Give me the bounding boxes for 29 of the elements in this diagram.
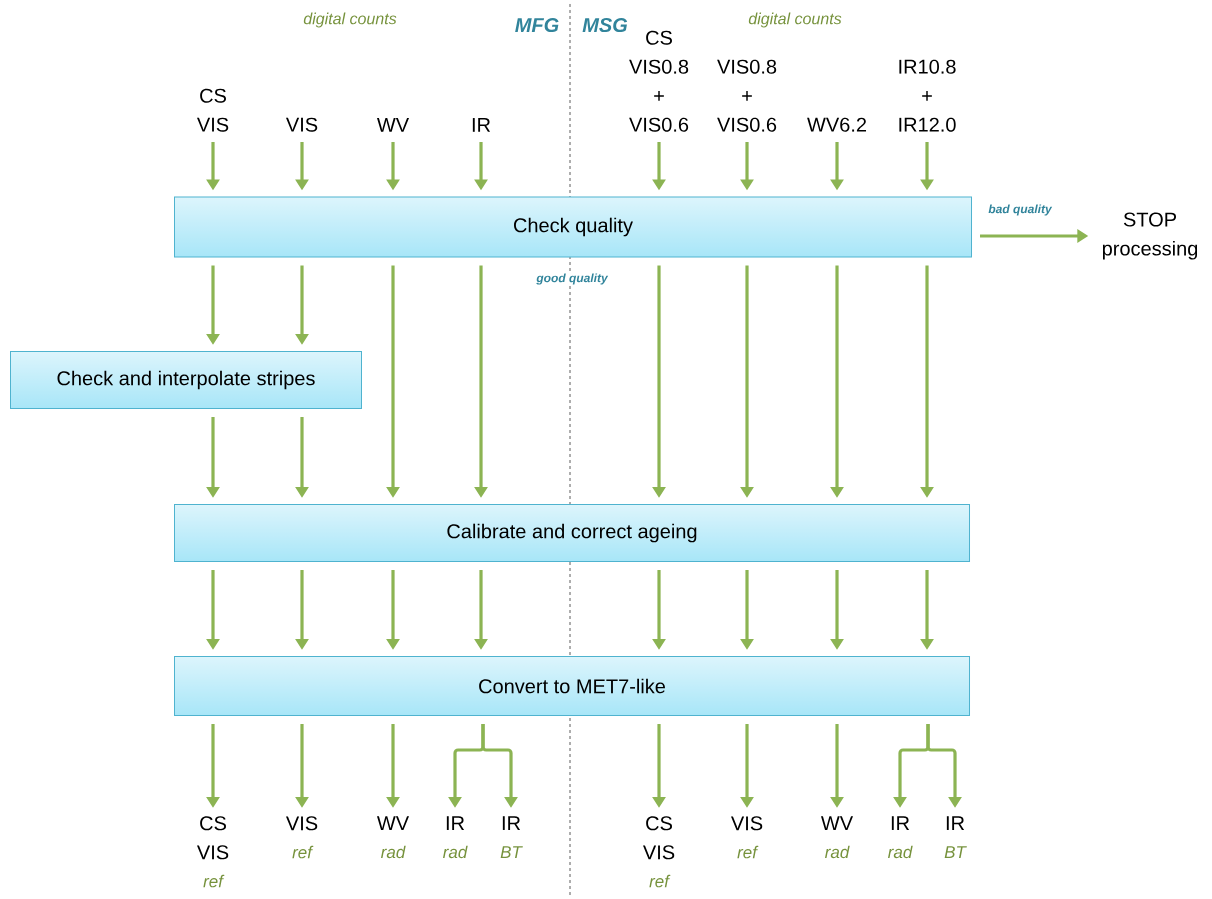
output-label: IR rad (888, 816, 913, 859)
stop-label: STOP processing (1102, 212, 1198, 260)
output-label: WV rad (377, 816, 410, 859)
channel-label: VIS0.8 + VIS0.6 (717, 59, 777, 132)
section-label: MSG (581, 16, 629, 34)
annotation-text: digital counts (302, 11, 398, 29)
output-label: WV rad (821, 816, 854, 859)
channel-label: IR10.8 + IR12.0 (899, 59, 956, 132)
output-label: CS VIS ref (643, 816, 675, 888)
output-label: IR BT (944, 816, 967, 858)
process-box: Check quality (174, 196, 972, 258)
output-label: VIS ref (286, 816, 318, 859)
output-label: IR BT (500, 816, 523, 858)
output-label: CS VIS ref (197, 816, 229, 888)
channel-label: VIS (286, 117, 318, 132)
process-box: Calibrate and correct ageing (174, 504, 970, 562)
channel-label: IR (472, 118, 491, 132)
annotation-text: good quality (535, 272, 609, 286)
output-label: IR rad (443, 816, 468, 859)
output-label: VIS ref (731, 816, 763, 859)
channel-label: WV6.2 (807, 117, 866, 132)
edge-label: bad quality (987, 203, 1053, 217)
channel-label: WV (377, 118, 410, 132)
channel-label: CS VIS0.8 + VIS0.6 (629, 30, 689, 132)
process-box: Convert to MET7-like (174, 656, 970, 716)
annotation-text: digital counts (747, 11, 843, 29)
channel-label: CS VIS (197, 88, 229, 132)
process-box: Check and interpolate stripes (10, 351, 362, 409)
section-label: MFG (513, 16, 561, 34)
